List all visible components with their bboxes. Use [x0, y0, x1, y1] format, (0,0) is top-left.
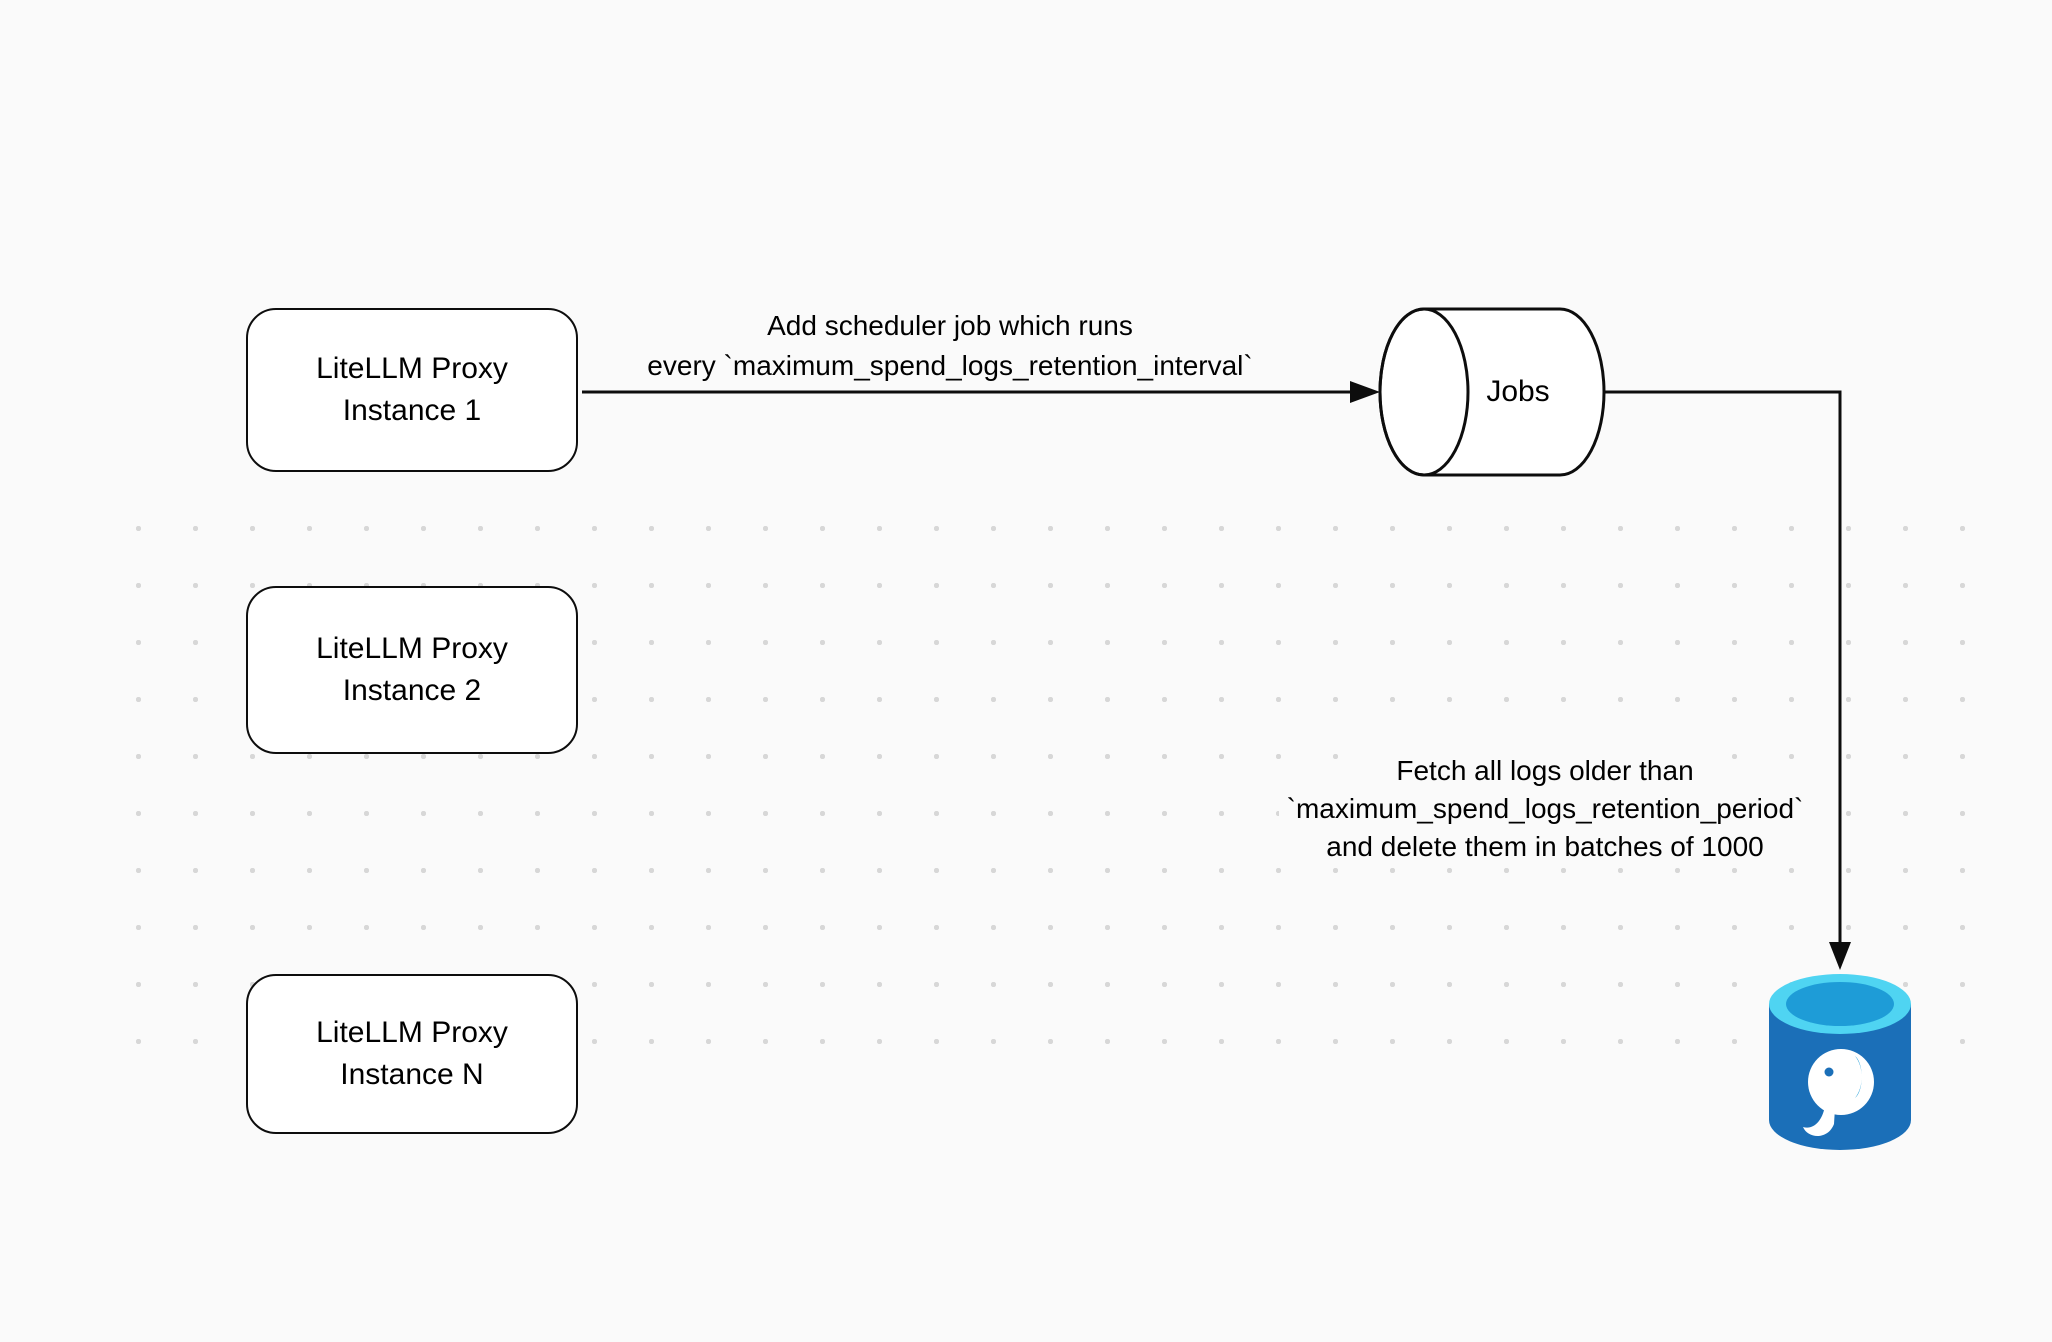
- node-label-line: Instance 1: [342, 394, 482, 427]
- jobs-queue-cylinder-icon: [1378, 307, 1606, 477]
- node-postgres-database: [1765, 970, 1915, 1154]
- postgres-elephant-icon: [1803, 1049, 1874, 1137]
- node-label-line: LiteLLM Proxy: [316, 632, 508, 665]
- elephant-trunk: [1803, 1106, 1835, 1137]
- edge-label-add-scheduler: Add scheduler job which runs every `maxi…: [580, 306, 1320, 386]
- edge-label-line: `maximum_spend_logs_retention_period`: [1278, 790, 1812, 828]
- postgresql-database-icon: [1769, 974, 1911, 1150]
- elephant-eye: [1824, 1067, 1834, 1077]
- edge-label-line: Add scheduler job which runs: [759, 306, 1141, 346]
- node-litellm-proxy-instance-2: LiteLLM Proxy Instance 2: [246, 586, 578, 754]
- postgres-top-inner: [1786, 982, 1894, 1026]
- arrowhead-right-icon: [1350, 381, 1380, 403]
- node-litellm-proxy-instance-n: LiteLLM Proxy Instance N: [246, 974, 578, 1134]
- node-label-line: LiteLLM Proxy: [316, 1016, 508, 1049]
- jobs-cylinder-shape: [1378, 307, 1606, 477]
- elephant-head: [1808, 1049, 1874, 1115]
- edge-label-line: every `maximum_spend_logs_retention_inte…: [639, 346, 1261, 386]
- cylinder-left-rim: [1378, 307, 1470, 477]
- node-label-line: Instance 2: [342, 674, 482, 707]
- edge-label-fetch-logs: Fetch all logs older than `maximum_spend…: [1200, 752, 1890, 866]
- jobs-node-label: Jobs: [1486, 375, 1550, 408]
- edge-label-line: Fetch all logs older than: [1388, 752, 1702, 790]
- node-litellm-proxy-instance-1: LiteLLM Proxy Instance 1: [246, 308, 578, 472]
- node-label-line: Instance N: [340, 1058, 484, 1091]
- node-jobs-queue: Jobs: [1378, 305, 1608, 479]
- edge-label-line: and delete them in batches of 1000: [1318, 828, 1772, 866]
- node-label-line: LiteLLM Proxy: [316, 352, 508, 385]
